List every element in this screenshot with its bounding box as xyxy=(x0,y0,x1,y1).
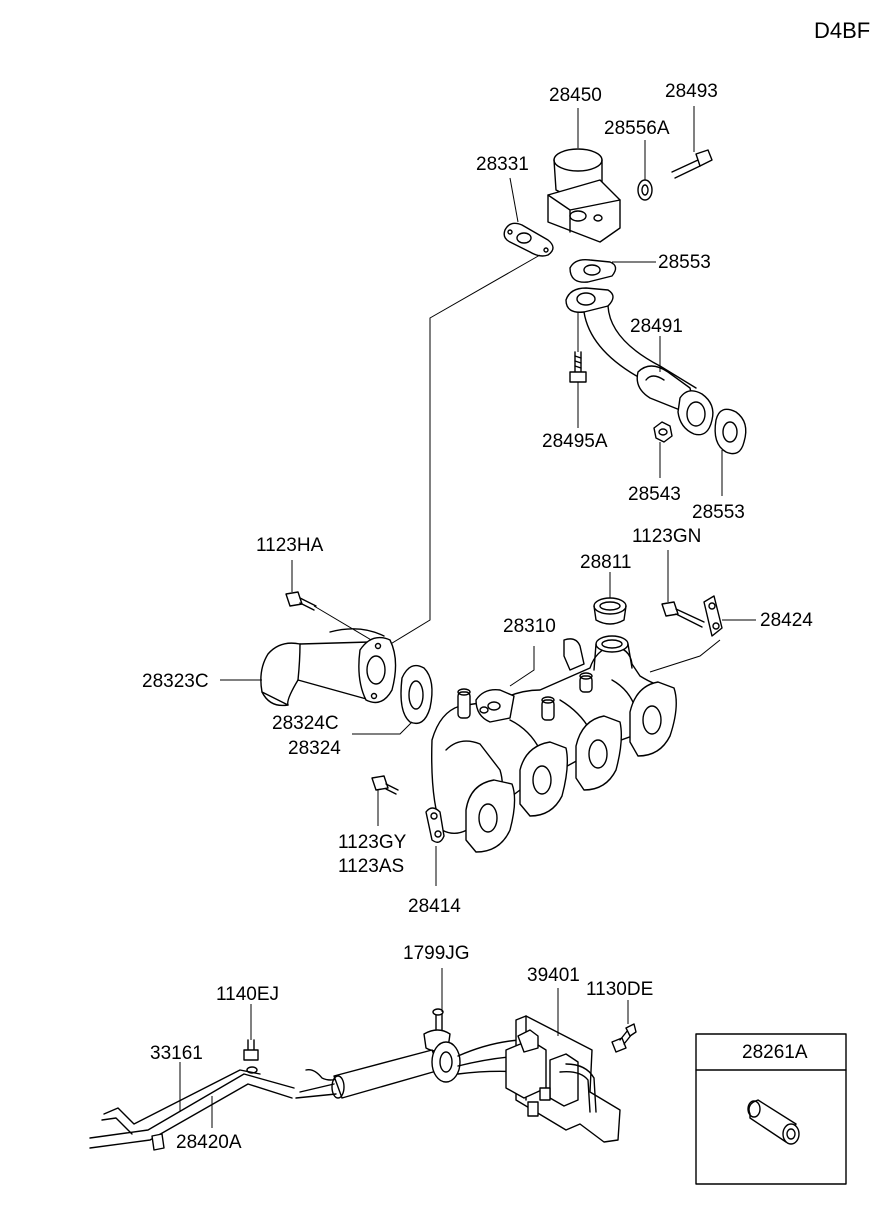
bolt-28493 xyxy=(671,149,713,179)
bolt-1123GN xyxy=(661,601,705,628)
bolt-1123GY xyxy=(371,775,399,795)
label-1799JG: 1799JG xyxy=(403,943,470,964)
gasket-28553-lower xyxy=(714,408,747,455)
label-28414: 28414 xyxy=(408,896,461,917)
label-28424: 28424 xyxy=(760,610,813,631)
bolt-1130DE xyxy=(611,1023,637,1053)
label-28556A: 28556A xyxy=(604,118,670,139)
label-28261A: 28261A xyxy=(742,1042,808,1063)
egr-valve-28450 xyxy=(547,148,621,243)
label-1123HA: 1123HA xyxy=(256,535,324,556)
solenoid-39401 xyxy=(505,1015,621,1143)
label-28324C: 28324C xyxy=(272,713,339,734)
bracket-28424 xyxy=(703,595,723,637)
nut-28543 xyxy=(653,421,673,443)
gasket-28553-upper xyxy=(569,258,617,283)
label-28310: 28310 xyxy=(503,616,556,637)
inset-box-28261A xyxy=(695,1033,847,1185)
label-1130DE: 1130DE xyxy=(586,979,653,1000)
label-1123GY: 1123GY xyxy=(338,832,407,853)
engine-code: D4BF xyxy=(814,18,870,43)
label-1123GN: 1123GN xyxy=(632,526,701,547)
exhaust-manifold-28310 xyxy=(431,635,677,853)
bracket-28414 xyxy=(425,807,445,843)
label-28323C: 28323C xyxy=(142,671,209,692)
bolt-1123HA xyxy=(285,591,317,611)
label-1123AS: 1123AS xyxy=(338,856,404,877)
pipe-33161-28420A xyxy=(89,1066,295,1151)
label-28331: 28331 xyxy=(476,154,529,175)
label-28450: 28450 xyxy=(549,85,602,106)
egr-pipe-28491 xyxy=(565,287,714,436)
label-28553-lower: 28553 xyxy=(692,502,745,523)
label-28420A: 28420A xyxy=(176,1132,242,1153)
label-28553-upper: 28553 xyxy=(658,252,711,273)
label-28491: 28491 xyxy=(630,316,683,337)
label-28324: 28324 xyxy=(288,738,341,759)
gasket-28331 xyxy=(503,222,554,257)
label-39401: 39401 xyxy=(527,965,580,986)
plug-28811 xyxy=(593,597,627,625)
gasket-28556A xyxy=(637,179,653,201)
label-28493: 28493 xyxy=(665,81,718,102)
stud-28495A xyxy=(569,351,587,383)
tube-harness xyxy=(295,1039,521,1099)
gasket-28324C-28324 xyxy=(400,664,433,725)
label-28811: 28811 xyxy=(580,552,631,573)
pipe-28323C xyxy=(260,628,397,707)
label-28495A: 28495A xyxy=(542,431,608,452)
label-33161: 33161 xyxy=(150,1043,203,1064)
label-28543: 28543 xyxy=(628,484,681,505)
bolt-1140EJ xyxy=(243,1039,259,1061)
label-1140EJ: 1140EJ xyxy=(216,984,279,1005)
